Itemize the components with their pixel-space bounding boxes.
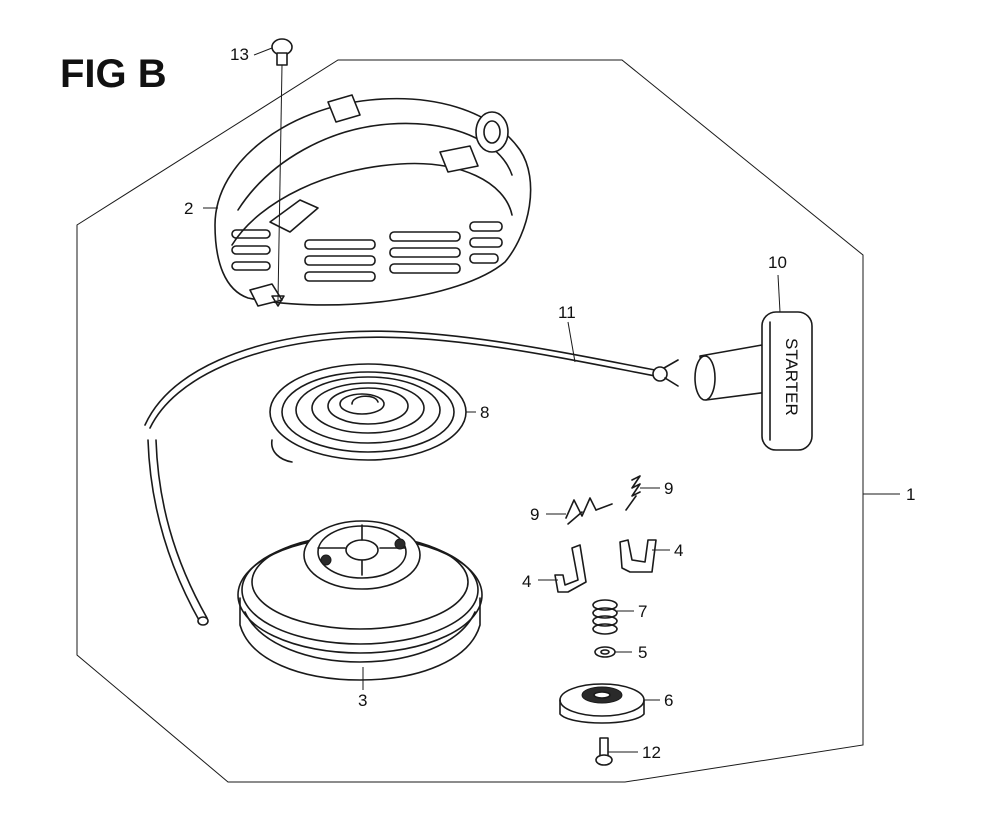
grip: STARTER	[694, 311, 813, 451]
callout-11: 11	[558, 303, 576, 322]
screw-top	[271, 38, 293, 307]
callout-4-left: 4	[522, 572, 531, 591]
ratchet-guide	[559, 683, 645, 724]
rope	[144, 330, 679, 626]
case-vent-slots	[231, 221, 503, 282]
callout-6: 6	[664, 691, 673, 710]
reel	[237, 520, 483, 681]
starter-case	[214, 94, 532, 307]
figure-title: FIG B	[60, 52, 167, 96]
callout-13: 13	[230, 45, 249, 64]
callout-2: 2	[184, 199, 193, 218]
callout-4-right: 4	[674, 541, 683, 560]
ratchet-right	[619, 539, 657, 573]
recoil-spring	[269, 363, 467, 463]
grip-imprint: STARTER	[782, 338, 801, 416]
callout-9-right: 9	[664, 479, 673, 498]
callout-5: 5	[638, 643, 647, 662]
washer	[594, 646, 616, 658]
ratchet-spring-right	[625, 475, 641, 511]
callout-12: 12	[642, 743, 661, 762]
callout-1: 1	[906, 485, 915, 504]
ratchet-spring-left	[565, 497, 613, 525]
callout-8: 8	[480, 403, 489, 422]
callout-3: 3	[358, 691, 367, 710]
screw-bottom	[595, 737, 613, 766]
callout-10: 10	[768, 253, 787, 272]
leader-lines	[203, 47, 900, 753]
callout-7: 7	[638, 602, 647, 621]
callout-9-left: 9	[530, 505, 539, 524]
assembly-boundary	[76, 59, 864, 783]
ratchet-left	[554, 544, 587, 593]
friction-spring	[592, 599, 618, 635]
